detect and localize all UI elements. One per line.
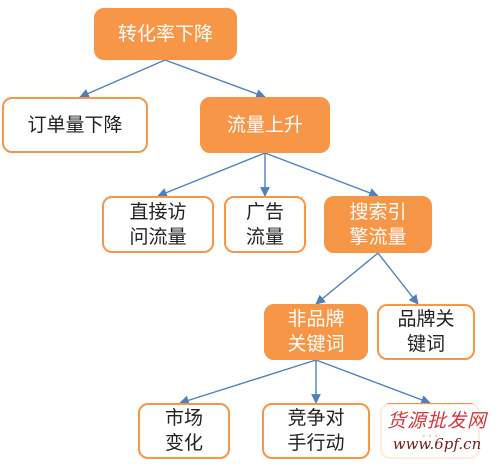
- node-order-volume-drop: 订单量下降: [2, 97, 148, 153]
- edge-nonbrand-market: [179, 359, 317, 406]
- edge-nonbrand-third: [315, 359, 431, 405]
- watermark: 货源批发网 www.6pf.cn: [378, 404, 496, 462]
- node-traffic-rise: 流量上升: [200, 97, 330, 153]
- node-conversion-rate-drop: 转化率下降: [94, 8, 237, 60]
- node-search-traffic: 搜索引 擎流量: [324, 196, 432, 253]
- edge-search-brand: [377, 252, 419, 305]
- edge-root-traffic: [164, 59, 266, 99]
- node-non-brand-keywords: 非品牌 关键词: [264, 304, 368, 360]
- edge-search-nonbrand: [315, 252, 379, 305]
- node-competitor-action: 竞争对 手行动: [262, 403, 370, 459]
- node-direct-traffic: 直接访 问流量: [102, 196, 214, 253]
- edge-traffic-search: [264, 152, 379, 198]
- edge-traffic-direct: [157, 152, 266, 198]
- watermark-url: www.6pf.cn: [392, 435, 482, 453]
- node-ad-traffic: 广告 流量: [224, 196, 306, 253]
- node-market-change: 市场 变化: [138, 403, 230, 459]
- watermark-text: 货源批发网: [386, 410, 487, 432]
- edge-root-order: [79, 59, 166, 98]
- node-brand-keywords: 品牌关 键词: [377, 304, 475, 360]
